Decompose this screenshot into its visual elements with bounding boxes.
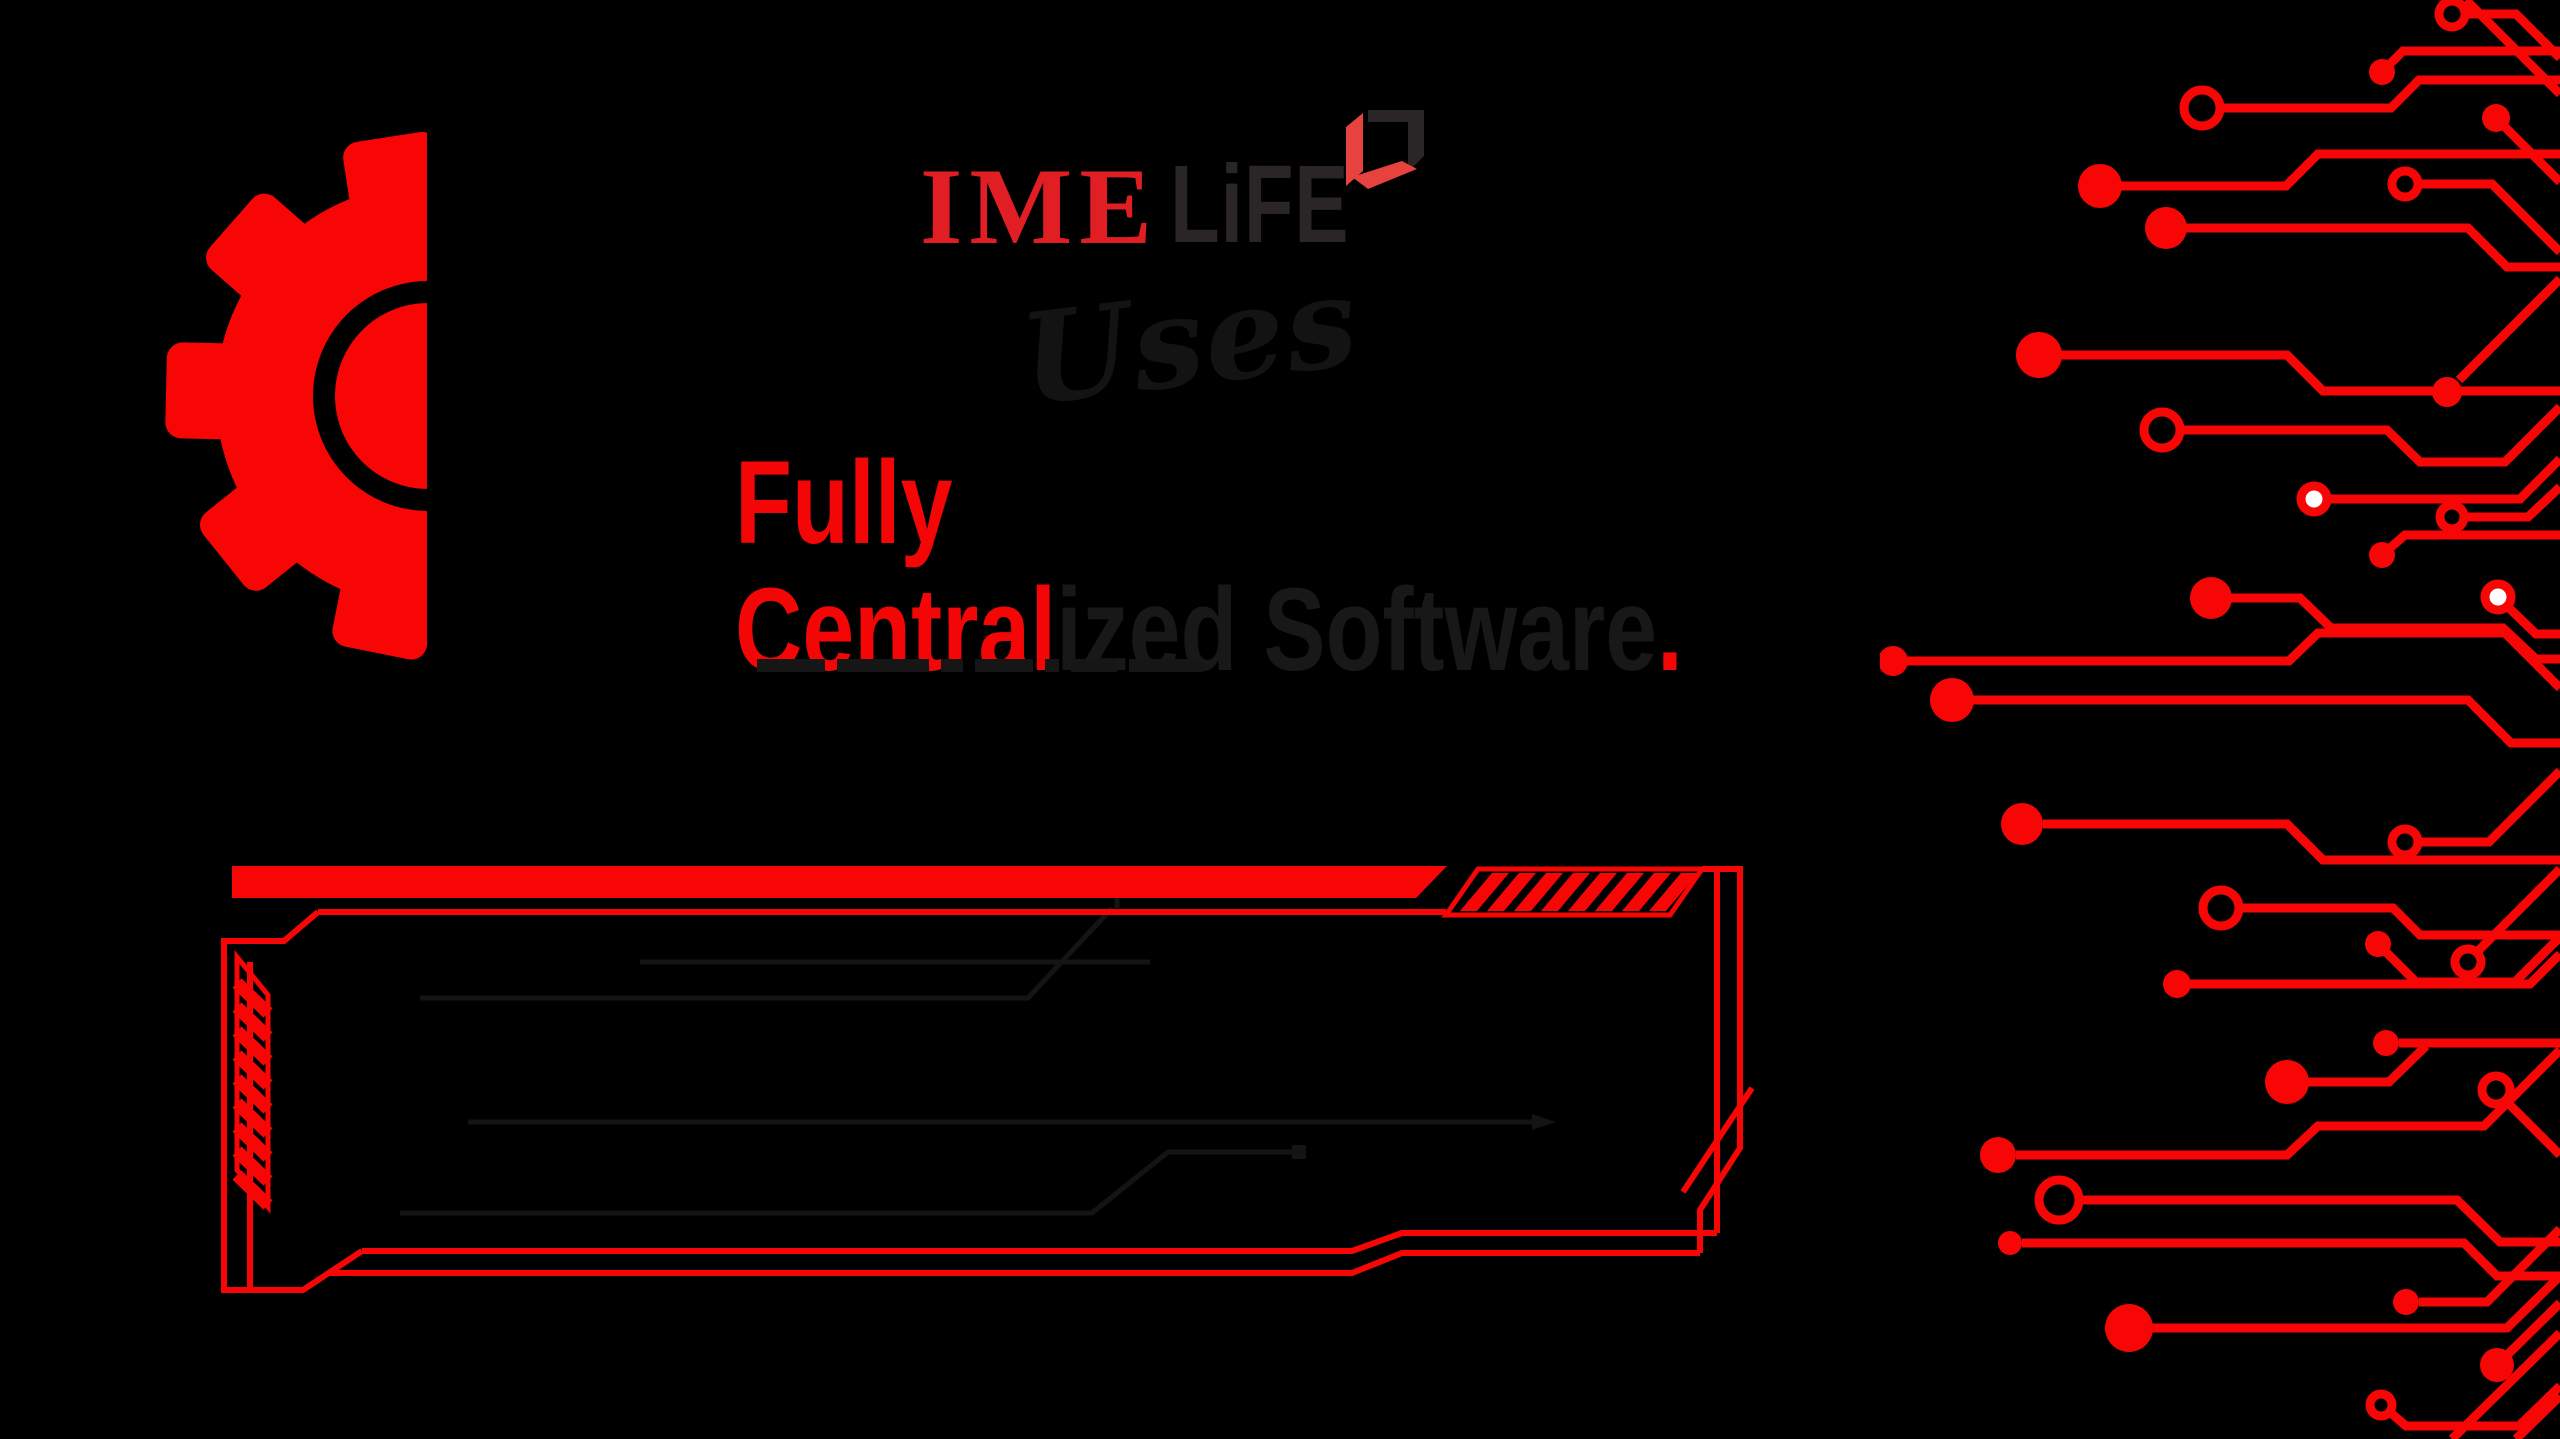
gear-icon (165, 131, 427, 660)
script-word: Uses (1013, 247, 1367, 434)
circuit-traces (1880, 0, 2560, 1439)
logo-text-ime: IME (920, 146, 1159, 267)
frame-hatch-strip (1441, 866, 1707, 918)
logo-cube-mark-icon (1346, 110, 1424, 189)
headline-line1: Fully (735, 440, 1683, 567)
faint-tagline-blocks (757, 659, 1203, 672)
headline-central: Central (735, 564, 1057, 696)
hud-frame (221, 866, 1755, 1293)
faint-tick (1292, 1145, 1306, 1159)
headline-fully: Fully (735, 437, 953, 569)
frame-outline (221, 866, 1755, 1293)
circuit-pads-filled (1880, 59, 2514, 1382)
gear-hub-center (335, 303, 427, 489)
headline-ized-software: ized Software (1056, 564, 1658, 696)
circuit-pads-white (2296, 481, 2516, 615)
frame-left-hatch (232, 949, 273, 1214)
headline-period: . (1657, 564, 1683, 696)
circuit-pads-ring (2034, 0, 2515, 1421)
headline: Fully Centralized Software. (735, 440, 1683, 694)
gear-shape (165, 131, 427, 660)
frame-faint-traces (400, 882, 1548, 1216)
headline-line2: Centralized Software. (735, 567, 1683, 694)
faint-arrow (1532, 1114, 1556, 1130)
frame-top-bar (232, 866, 1447, 898)
logo-text-life: LiFE (1170, 143, 1350, 266)
circuit-lines (1907, 0, 2560, 1439)
